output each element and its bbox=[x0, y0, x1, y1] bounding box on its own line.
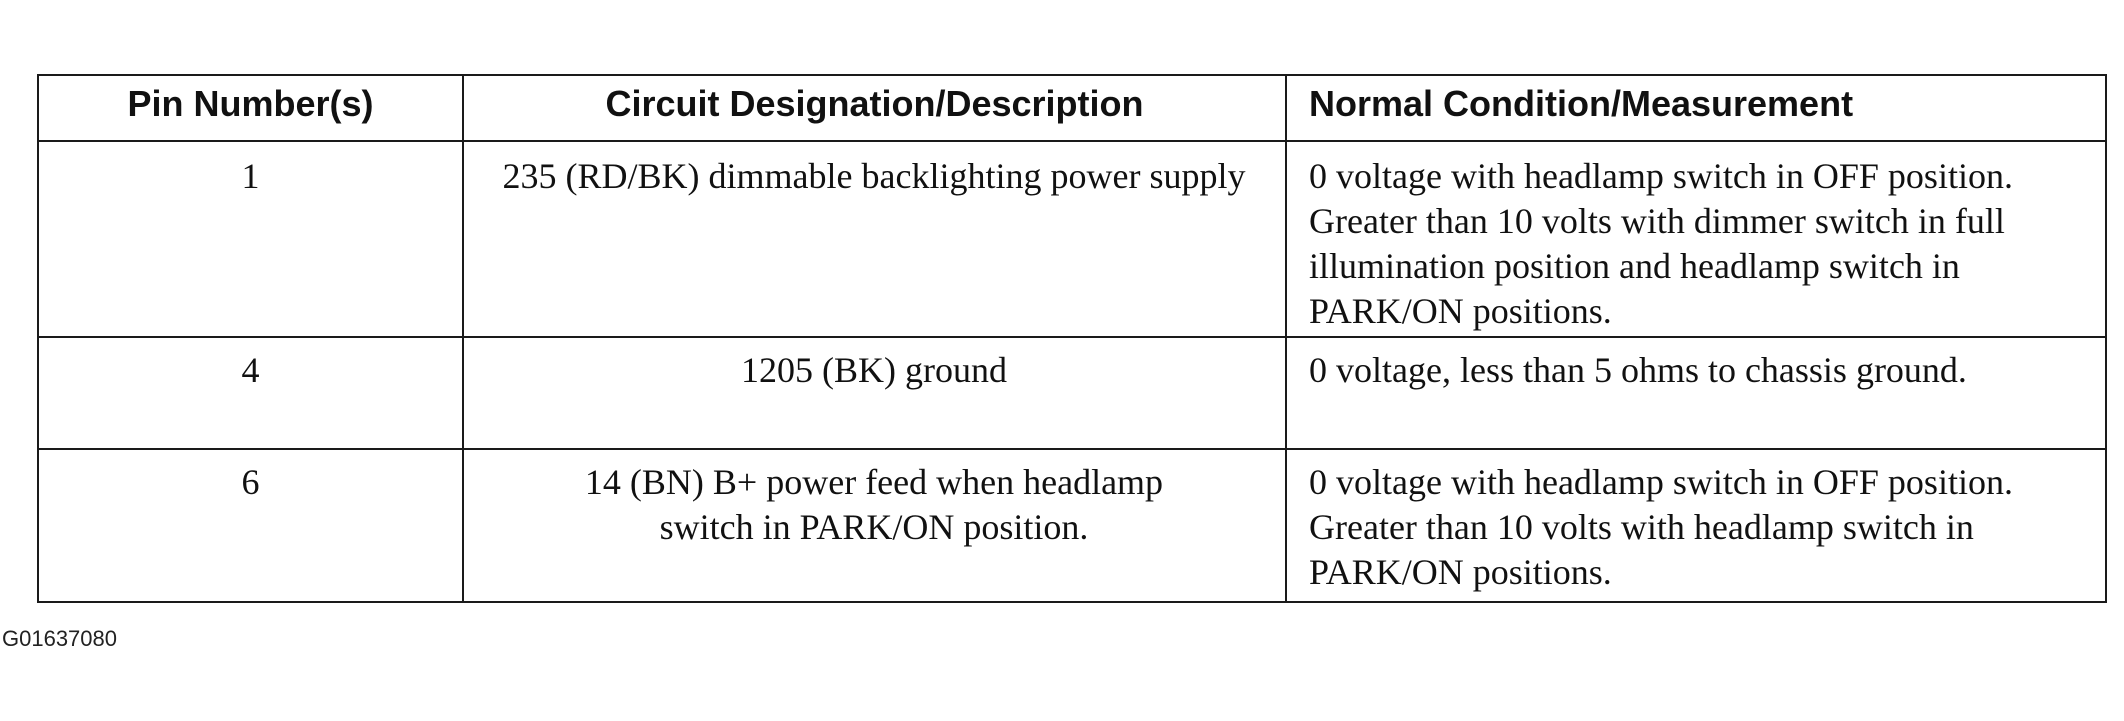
header-divider bbox=[39, 140, 2105, 142]
figure-id: G01637080 bbox=[2, 626, 117, 651]
row-3-pin: 6 bbox=[241, 462, 260, 502]
header-normal-condition: Normal Condition/Measurement bbox=[1309, 83, 1854, 124]
pin-table: Pin Number(s) Circuit Designation/Descri… bbox=[37, 74, 2107, 603]
row-2-circuit: 1205 (BK) ground bbox=[741, 350, 1007, 390]
row-3-condition: 0 voltage with headlamp switch in OFF po… bbox=[1309, 462, 2013, 592]
row-1-pin: 1 bbox=[241, 156, 260, 196]
row-3-circuit: 14 (BN) B+ power feed when headlamp swit… bbox=[584, 462, 1164, 547]
row-2-pin: 4 bbox=[241, 350, 260, 390]
column-divider bbox=[1285, 76, 1287, 601]
row-1-condition: 0 voltage with headlamp switch in OFF po… bbox=[1309, 156, 2013, 331]
row-divider bbox=[39, 448, 2105, 450]
header-pin-number: Pin Number(s) bbox=[127, 83, 374, 124]
row-2-condition: 0 voltage, less than 5 ohms to chassis g… bbox=[1309, 350, 1967, 390]
row-1-circuit: 235 (RD/BK) dimmable backlighting power … bbox=[502, 156, 1246, 196]
column-divider bbox=[462, 76, 464, 601]
header-circuit-designation: Circuit Designation/Description bbox=[605, 83, 1144, 124]
row-divider bbox=[39, 336, 2105, 338]
